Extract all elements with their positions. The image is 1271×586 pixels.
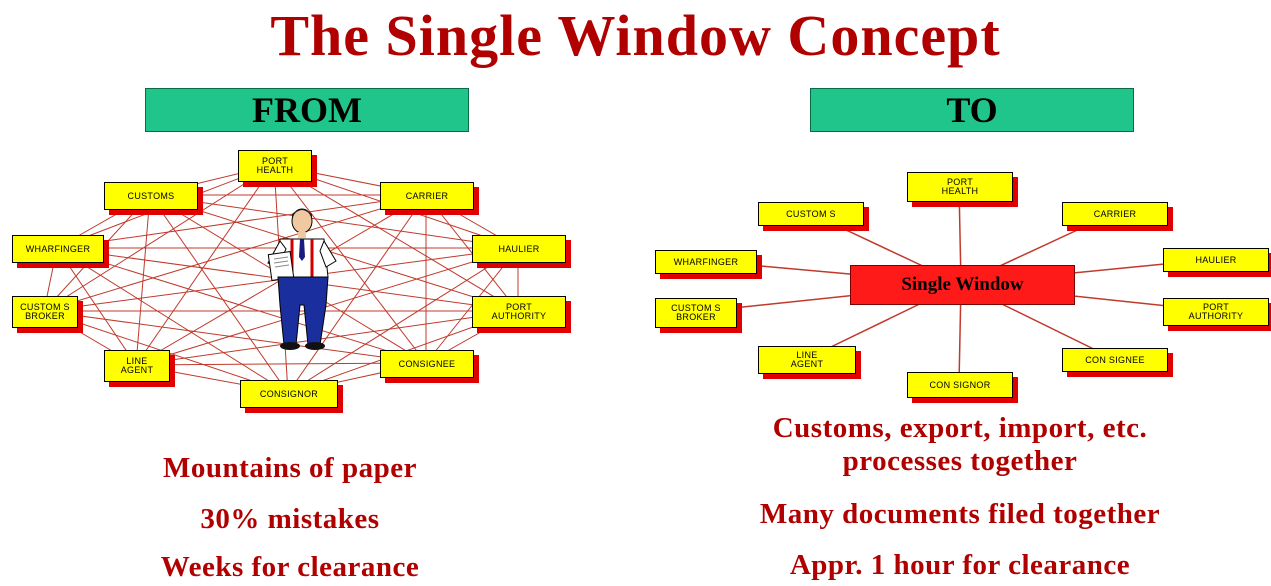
from-node-consignee: CONSIGNEE: [380, 350, 474, 378]
to-caption-3: Many documents filed together: [759, 498, 1161, 530]
single-window-hub: Single Window: [850, 265, 1075, 305]
to-caption-4: Appr. 1 hour for clearance: [789, 549, 1131, 581]
to-caption-1: Customs, export, import, etc.: [772, 412, 1148, 444]
from-mesh-line: [56, 247, 289, 394]
from-caption-2: 30% mistakes: [200, 503, 380, 535]
from-mesh-line: [43, 310, 427, 364]
to-caption-2: processes together: [842, 445, 1078, 477]
from-caption-3: Weeks for clearance: [160, 551, 420, 583]
from-mesh-line: [149, 194, 519, 312]
from-node-line-agent: LINE AGENT: [104, 350, 170, 382]
page-title: The Single Window Concept: [270, 3, 1001, 68]
from-mesh-line: [56, 247, 427, 364]
from-mesh-line: [149, 194, 289, 394]
from-mesh-line: [149, 194, 519, 249]
from-mesh-line: [135, 247, 519, 366]
from-node-wharfinger: WHARFINGER: [12, 235, 104, 263]
from-mesh-line: [135, 194, 151, 366]
from-caption-1: Mountains of paper: [163, 452, 417, 484]
from-mesh-line: [56, 194, 427, 249]
to-node-port-authority: PORT AUTHORITY: [1163, 298, 1269, 326]
to-node-consignor: CON SIGNOR: [907, 372, 1013, 398]
from-node-customs-broker: CUSTOM S BROKER: [12, 296, 78, 328]
from-banner: FROM: [145, 88, 469, 132]
from-node-carrier: CARRIER: [380, 182, 474, 210]
person-with-papers-illustration: [267, 208, 337, 350]
to-node-line-agent: LINE AGENT: [758, 346, 856, 374]
to-node-carrier: CARRIER: [1062, 202, 1168, 226]
from-mesh-line: [135, 362, 427, 366]
from-mesh-line: [135, 310, 519, 366]
to-node-consignee: CON SIGNEE: [1062, 348, 1168, 372]
to-node-customs-broker: CUSTOM S BROKER: [655, 298, 737, 328]
from-mesh-line: [135, 164, 275, 366]
from-node-customs: CUSTOMS: [104, 182, 198, 210]
from-node-consignor: CONSIGNOR: [240, 380, 338, 408]
to-node-customs: CUSTOM S: [758, 202, 864, 226]
from-mesh-line: [43, 194, 427, 312]
from-node-port-authority: PORT AUTHORITY: [472, 296, 566, 328]
to-banner: TO: [810, 88, 1134, 132]
from-node-port-health: PORT HEALTH: [238, 150, 312, 182]
from-mesh-line: [287, 194, 427, 394]
from-mesh-line: [56, 247, 137, 366]
to-node-wharfinger: WHARFINGER: [655, 250, 757, 274]
from-node-haulier: HAULIER: [472, 235, 566, 263]
from-mesh-line: [43, 164, 275, 312]
from-mesh-line: [273, 164, 427, 364]
to-node-port-health: PORT HEALTH: [907, 172, 1013, 202]
from-mesh-line: [287, 247, 519, 394]
to-node-haulier: HAULIER: [1163, 248, 1269, 272]
